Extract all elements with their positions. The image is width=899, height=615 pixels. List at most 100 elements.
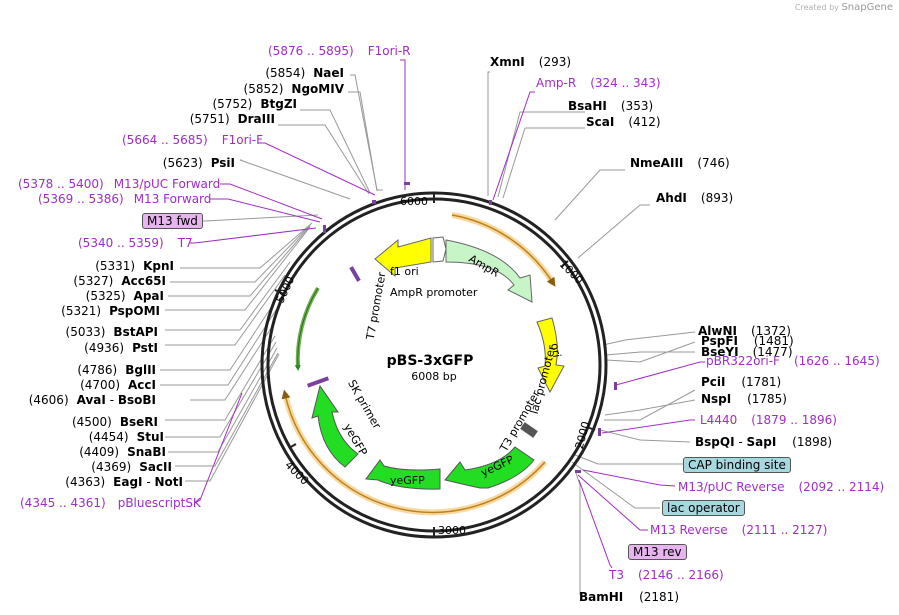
site-row-pspomi: (5321)PspOMI (61, 304, 160, 318)
box-m13-fwd[interactable]: M13 fwd (142, 213, 203, 229)
site-row-btgzi: (5752)BtgZI (212, 97, 297, 111)
site-acc65i[interactable]: Acc65I (121, 274, 166, 288)
primer-pbluescriptsk[interactable]: (4345 .. 4361)pBluescriptSK (20, 496, 201, 510)
green-arc-left-line (294, 287, 319, 371)
f1-ori-label: f1 ori (390, 265, 419, 278)
primer-m13-forward[interactable]: (5369 .. 5386)M13 Forward (38, 192, 212, 206)
site-bspqi[interactable]: BspQI (695, 435, 735, 449)
box-m13-rev[interactable]: M13 rev (628, 544, 687, 560)
site-row-bglii: (4786)BglII (77, 363, 156, 377)
site-alwni[interactable]: AlwNI (698, 324, 737, 338)
site-nspi[interactable]: NspI (701, 392, 732, 406)
leader-lines (160, 71, 696, 595)
site-row-bamhi: BamHI (2181) (579, 590, 679, 604)
svg-text:NmeAIII(746): NmeAIII(746) (630, 156, 730, 170)
ampr-promoter-label: AmpR promoter (390, 286, 478, 299)
site-bsahi[interactable]: BsaHI (568, 99, 607, 113)
site-row-eagi: (4363)EagI - NotI (65, 475, 183, 489)
svg-text:XmnI(293): XmnI(293) (490, 55, 571, 69)
site-bsobi[interactable]: BsoBI (117, 393, 156, 407)
site-bseyi[interactable]: BseYI (701, 345, 739, 359)
primer-marks (306, 182, 617, 473)
site-acci[interactable]: AccI (128, 378, 156, 392)
site-stui[interactable]: StuI (136, 430, 164, 444)
site-bamhi[interactable]: BamHI (579, 590, 624, 604)
site-row-sacii: (4369)SacII (91, 460, 172, 474)
primer-m13-puc-forward[interactable]: (5378 .. 5400)M13/pUC Forward (18, 177, 221, 191)
credit-brand: SnapGene (841, 2, 893, 13)
site-bamhi-pos: (2181) (639, 590, 679, 604)
site-bseri[interactable]: BseRI (119, 415, 158, 429)
site-row-draiii: (5751)DraIII (189, 112, 275, 126)
site-row-stui: (4454)StuI (88, 430, 164, 444)
site-row-bstapi: (5033)BstAPI (65, 325, 158, 339)
f1-ori-feature (374, 237, 432, 278)
box-lac-operator[interactable]: lac operator (662, 500, 745, 516)
site-row-psti: (4936)PstI (84, 341, 158, 355)
site-sacii[interactable]: SacII (139, 460, 172, 474)
primer-m13-reverse[interactable]: M13 Reverse(2111 .. 2127) (650, 523, 828, 537)
site-row-bseri: (4500)BseRI (71, 415, 158, 429)
primer-t3[interactable]: T3(2146 .. 2166) (609, 568, 724, 582)
site-bstapi[interactable]: BstAPI (113, 325, 158, 339)
site-avai[interactable]: AvaI (76, 393, 106, 407)
site-scai[interactable]: ScaI (586, 115, 614, 129)
site-pcii-pos: (1781) (741, 375, 782, 389)
site-row-psii: (5623)PsiI (162, 156, 235, 170)
site-naei[interactable]: NaeI (313, 66, 344, 80)
scale-ticks (274, 193, 596, 537)
site-kpni[interactable]: KpnI (143, 259, 174, 273)
site-row-snabi: (4409)SnaBI (79, 445, 166, 459)
site-ngomiv[interactable]: NgoMIV (291, 82, 344, 96)
primer-l4440[interactable]: L4440(1879 .. 1896) (700, 413, 837, 427)
svg-text:AhdI(893): AhdI(893) (656, 191, 733, 205)
orange-arc-top-line (451, 214, 556, 287)
site-row-kpni: (5331)KpnI (95, 259, 174, 273)
site-pcii[interactable]: PciI (701, 375, 726, 389)
ampr-promoter-feature (432, 236, 447, 263)
site-ahdi[interactable]: AhdI (656, 191, 687, 205)
svg-text:BsaHI(353): BsaHI(353) (568, 99, 653, 113)
svg-text:AlwNI(1372): AlwNI(1372) (698, 324, 791, 338)
site-row-avai: (4606)AvaI - BsoBI (28, 393, 156, 407)
site-nmeaiii[interactable]: NmeAIII (630, 156, 683, 170)
site-draiii[interactable]: DraIII (237, 112, 275, 126)
primer-m13-puc-reverse[interactable]: M13/pUC Reverse(2092 .. 2114) (678, 480, 885, 494)
site-row-nspi: NspI (1785) (701, 392, 787, 406)
yegfp-label-2: yeGFP (390, 474, 425, 487)
credit-prefix: Created by (794, 3, 839, 12)
box-cap-binding-site[interactable]: CAP binding site (683, 457, 791, 473)
yegfp-feature-3 (311, 384, 359, 468)
site-pspfi[interactable]: PspFI (701, 334, 738, 348)
site-row-pcii: PciI (1781) (701, 375, 781, 389)
site-pspomi[interactable]: PspOMI (109, 304, 160, 318)
site-row-bspqi: BspQI - SapI (1898) (695, 435, 833, 449)
site-row-acci: (4700)AccI (80, 378, 156, 392)
primer-pbr322ori-f[interactable]: pBR322ori-F(1626 .. 1645) (706, 354, 880, 368)
yegfp-feature-1 (444, 446, 535, 489)
site-bglii[interactable]: BglII (125, 363, 156, 377)
site-btgzi[interactable]: BtgZI (260, 97, 297, 111)
primer-f1ori-f[interactable]: (5664 .. 5685)F1ori-F (122, 133, 264, 147)
primer-amp-r[interactable]: Amp-R(324 .. 343) (536, 76, 661, 90)
ori-label: ori (548, 342, 563, 358)
sites-right: XmnI(293) BsaHI(353) ScaI(412) NmeAIII(7… (490, 55, 793, 359)
tick-6000: 6000 (400, 195, 428, 208)
primer-t7[interactable]: (5340 .. 5359)T7 (78, 236, 193, 250)
site-row-naei: (5854)NaeI (265, 66, 344, 80)
orange-arc-bottom-line (281, 389, 546, 514)
site-apai[interactable]: ApaI (133, 289, 164, 303)
site-psii[interactable]: PsiI (210, 156, 235, 170)
site-xmni[interactable]: XmnI (490, 55, 525, 69)
primer-f1ori-r[interactable]: (5876 .. 5895)F1ori-R (268, 44, 411, 58)
site-sapi[interactable]: SapI (746, 435, 777, 449)
tick-3000: 3000 (438, 524, 466, 537)
site-eagi[interactable]: EagI (113, 475, 143, 489)
site-bspqi-pos: (1898) (792, 435, 833, 449)
site-noti[interactable]: NotI (154, 475, 184, 489)
snapgene-credit: Created by SnapGene (795, 2, 893, 13)
site-psti[interactable]: PstI (132, 341, 158, 355)
site-snabi[interactable]: SnaBI (127, 445, 166, 459)
